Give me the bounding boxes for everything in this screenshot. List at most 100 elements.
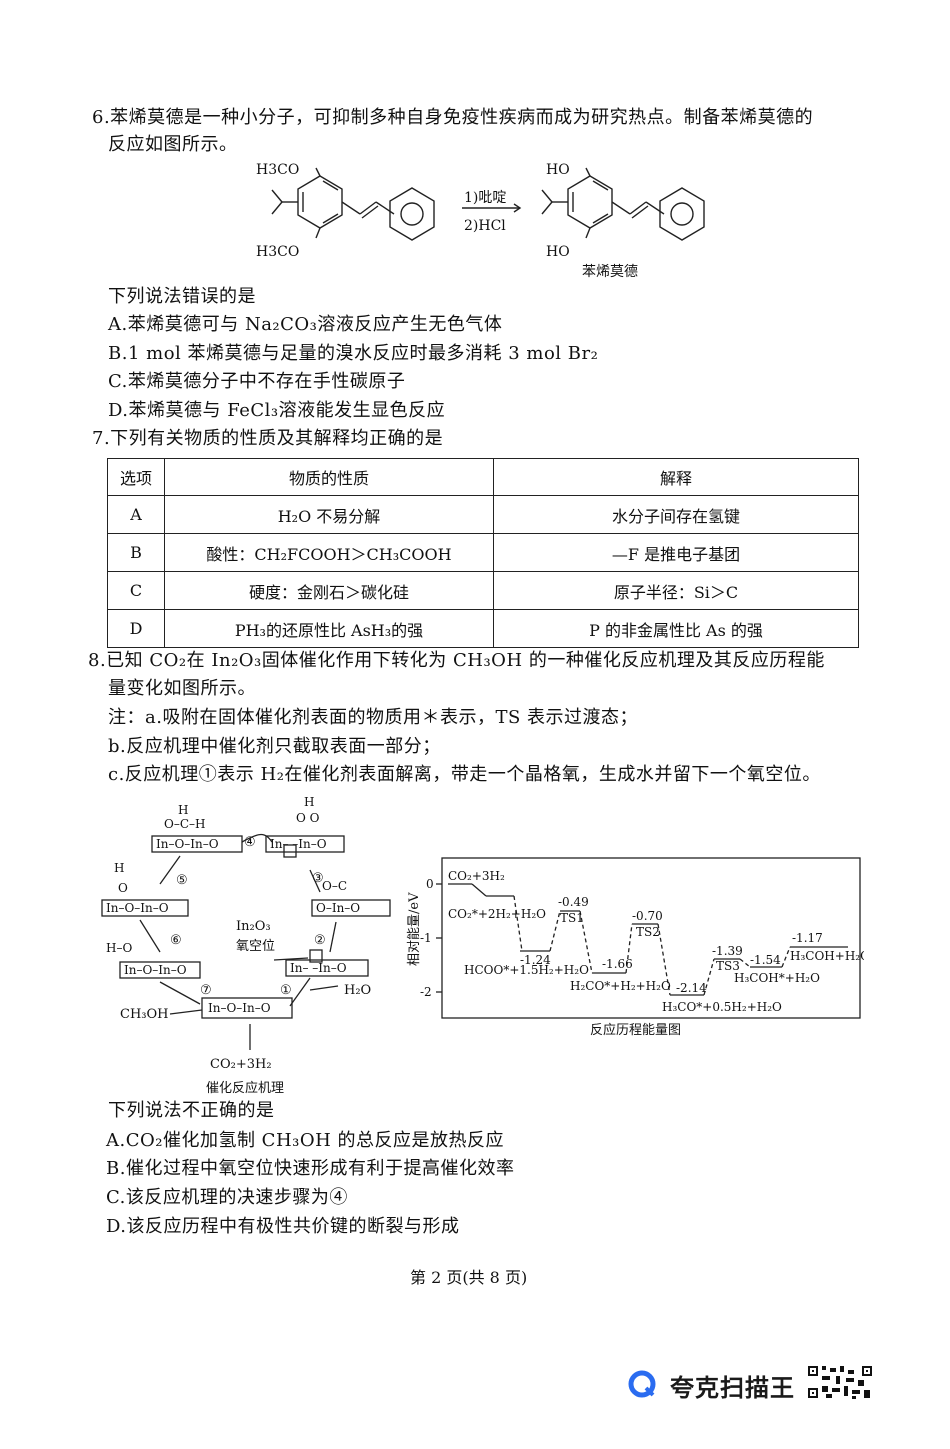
q6-product-ho-top: HO [546,162,570,178]
q6-option-d: D.苯烯莫德与 FeCl₃溶液能发生显色反应 [108,400,446,421]
svg-text:O–In–O: O–In–O [316,901,360,915]
q8-option-a: A.CO₂催化加氢制 CH₃OH 的总反应是放热反应 [106,1130,505,1151]
table-cell: PH₃的还原性比 AsH₃的强 [164,609,494,648]
q6-option-a: A.苯烯莫德可与 Na₂CO₃溶液反应产生无色气体 [108,314,503,335]
page-footer: 第 2 页(共 8 页) [410,1268,528,1287]
h2o-label: H₂O [344,983,371,998]
table-cell: —F 是推电子基团 [493,533,859,572]
level-label: TS1 [560,911,584,925]
svg-text:O: O [118,881,128,895]
q6-reagent-2: 2)HCl [464,218,506,234]
ch3oh-label: CH₃OH [120,1007,169,1022]
mechanism-caption: 催化反应机理 [206,1080,284,1096]
y-tick-label: -2 [420,985,432,999]
table-cell: A [107,495,165,534]
svg-text:In–O–In–O: In–O–In–O [208,1001,271,1015]
q8-prompt: 下列说法不正确的是 [108,1100,275,1121]
level-value: -0.49 [558,895,589,909]
q6-option-c: C.苯烯莫德分子中不存在手性碳原子 [108,371,406,392]
q6-reactant-h3co-bottom: H3CO [256,244,299,260]
svg-text:O–C: O–C [322,879,347,893]
svg-text:H–O: H–O [106,941,132,955]
q8-stem-line1: 8.已知 CO₂在 In₂O₃固体催化作用下转化为 CH₃OH 的一种催化反应机… [88,650,825,671]
table-row: B 酸性：CH₂FCOOH＞CH₃COOH —F 是推电子基团 [107,533,859,572]
y-tick-label: -1 [420,931,432,945]
q8-note-b: b.反应机理中催化剂只截取表面一部分； [108,736,441,757]
table-cell: H₂O 不易分解 [164,495,494,534]
vacancy-label: 氧空位 [236,939,275,954]
level-label: CO₂+3H₂ [448,869,505,883]
level-value: -1.39 [712,944,743,958]
level-label: H₃CO*+0.5H₂+H₂O [662,1000,782,1014]
energy-caption: 反应历程能量图 [590,1022,681,1038]
svg-text:O–C–H: O–C–H [164,817,205,831]
q8-stem-line2: 量变化如图所示。 [108,678,256,699]
level-label: HCOO*+1.5H₂+H₂O [464,963,589,977]
svg-text:H: H [304,795,314,809]
table-header: 选项 [107,458,165,496]
quark-logo-icon [628,1370,656,1398]
level-label: H₂CO*+H₂+H₂O [570,979,671,993]
step-5-label: ⑤ [176,873,188,888]
svg-text:In–O–In–O: In–O–In–O [106,901,169,915]
q6-stem-line2: 反应如图所示。 [108,134,238,155]
table-header: 物质的性质 [164,458,494,496]
svg-text:H: H [114,861,124,875]
level-label: H₃COH*+H₂O [734,971,820,985]
q8-option-d: D.该反应历程中有极性共价键的断裂与形成 [106,1216,460,1237]
q7-stem: 7.下列有关物质的性质及其解释均正确的是 [92,428,444,449]
table-cell: B [107,533,165,572]
level-value: -1.54 [750,953,781,967]
table-cell: 原子半径：Si＞C [493,571,859,610]
q6-reaction-scheme: H3CO H3CO 1)吡啶 2)HCl HO HO 苯烯莫德 [256,162,705,280]
level-value: -1.66 [602,957,633,971]
q8-energy-diagram: 相对能量/eV 0 -1 -2 CO₂+3H₂ CO₂*+2H₂+H₂O HCO… [407,857,864,1038]
step-6-label: ⑥ [170,933,182,948]
table-row: C 硬度：金刚石＞碳化硅 原子半径：Si＞C [107,571,859,610]
watermark-text: 夸克扫描王 [670,1374,795,1402]
level-label: TS2 [636,925,660,939]
svg-text:In– –In–O: In– –In–O [270,837,327,851]
scanner-watermark: 夸克扫描王 [628,1364,878,1402]
svg-text:In– –In–O: In– –In–O [290,961,347,975]
q6-stem-line1: 6.苯烯莫德是一种小分子，可抑制多种自身免疫性疾病而成为研究热点。制备苯烯莫德的 [92,107,814,128]
q8-mechanism-diagram: In–O–In–O In– –In–O In–O–In–O O–In–O In–… [101,795,391,1096]
svg-text:In–O–In–O: In–O–In–O [156,837,219,851]
y-tick-label: 0 [426,877,434,891]
q8-note-a: 注：a.吸附在固体催化剂表面的物质用＊表示，TS 表示过渡态； [108,707,639,728]
qr-code-icon [806,1364,874,1400]
feed-label: CO₂+3H₂ [210,1057,272,1072]
step-2-label: ② [314,933,326,948]
q6-option-b: B.1 mol 苯烯莫德与足量的溴水反应时最多消耗 3 mol Br₂ [108,343,599,364]
q6-product-ho-bottom: HO [546,244,570,260]
q6-reactant-h3co-top: H3CO [256,162,299,178]
level-value: -0.70 [632,909,663,923]
q6-prompt: 下列说法错误的是 [108,286,256,307]
table-row: D PH₃的还原性比 AsH₃的强 P 的非金属性比 As 的强 [107,609,859,648]
table-header-row: 选项 物质的性质 解释 [107,458,859,496]
q6-reagent-1: 1)吡啶 [464,190,506,206]
table-cell: 硬度：金刚石＞碳化硅 [164,571,494,610]
table-cell: 酸性：CH₂FCOOH＞CH₃COOH [164,533,494,572]
q8-option-b: B.催化过程中氧空位快速形成有利于提高催化效率 [106,1158,515,1179]
svg-text:O O: O O [296,811,320,825]
in2o3-label: In₂O₃ [236,919,271,934]
svg-text:In–O–In–O: In–O–In–O [124,963,187,977]
q8-note-c: c.反应机理①表示 H₂在催化剂表面解离，带走一个晶格氧，生成水并留下一个氧空位… [108,764,821,785]
step-1-label: ① [280,983,292,998]
level-value: -1.17 [792,931,823,945]
y-axis-label: 相对能量/eV [407,892,422,966]
level-value: -2.14 [676,981,707,995]
table-cell: C [107,571,165,610]
svg-text:H: H [178,803,188,817]
step-7-label: ⑦ [200,983,212,998]
q8-option-c: C.该反应机理的决速步骤为④ [106,1187,348,1208]
level-label: TS3 [716,959,740,973]
level-value: -1.24 [520,953,551,967]
step-4-label: ④ [244,835,256,850]
table-cell: P 的非金属性比 As 的强 [493,609,859,648]
level-label: CO₂*+2H₂+H₂O [448,907,546,921]
level-label: H₃COH+H₂O [790,949,864,963]
q7-table: 选项 物质的性质 解释 A H₂O 不易分解 水分子间存在氢键 B 酸性：CH₂… [107,458,859,648]
q6-product-name: 苯烯莫德 [582,263,638,280]
